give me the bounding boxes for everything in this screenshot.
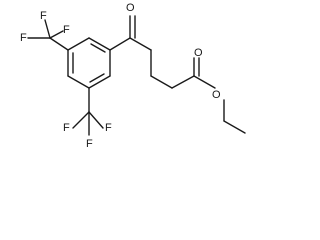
ester-ether-oxygen-label: O <box>212 89 221 101</box>
chain-bond <box>150 75 173 89</box>
ring-bond <box>67 37 90 51</box>
ester-carbonyl-oxygen-label: O <box>194 47 203 59</box>
chain-bond <box>129 37 152 51</box>
chain-bond <box>171 75 195 89</box>
ketone-oxygen-label: O <box>126 2 135 14</box>
ring-double-bond <box>89 73 105 83</box>
aryl-ketone-bond <box>109 37 131 51</box>
structure-diagram: F F F F F F O O <box>20 1 246 150</box>
lower-f-bottom-label: F <box>86 138 93 150</box>
c-f-bond <box>44 19 51 39</box>
molecule-drawing: F F F F F F O O <box>20 2 246 150</box>
ester-single-bond <box>193 75 216 89</box>
benzene-ring <box>67 37 111 89</box>
c-f-bond <box>88 111 104 129</box>
lower-f-left-label: F <box>63 122 70 134</box>
ethyl-bond <box>223 120 246 134</box>
c-f-bond <box>72 111 90 129</box>
ring-bond <box>67 75 90 89</box>
upper-f-top-label: F <box>40 10 47 22</box>
upper-f-left-label: F <box>20 32 27 44</box>
ring-bond <box>88 75 111 89</box>
upper-cf3-group: F F F <box>20 10 70 51</box>
ester-group: O O <box>193 47 246 134</box>
ring-bond <box>88 37 111 51</box>
lower-cf3-group: F F F <box>63 87 112 150</box>
lower-f-right-label: F <box>105 122 112 134</box>
ring-to-cf3-bond <box>49 37 69 51</box>
ketone-chain: O <box>109 2 195 89</box>
c-f-bond <box>49 30 64 39</box>
ring-double-bond <box>90 43 106 53</box>
upper-f-right-label: F <box>63 24 70 36</box>
